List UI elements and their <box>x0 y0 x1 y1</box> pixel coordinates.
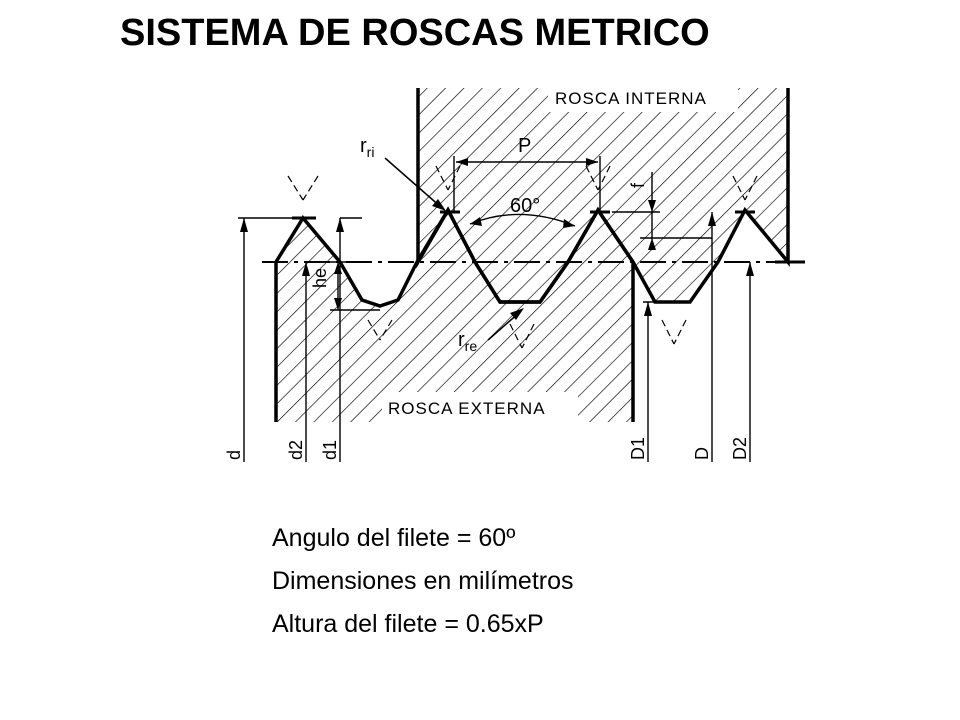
external-thread-label: ROSCA EXTERNA <box>388 399 546 418</box>
notes-block: Angulo del filete = 60º Dimensiones en m… <box>272 517 574 646</box>
D-label: D <box>692 447 712 460</box>
pitch-label: P <box>518 135 531 157</box>
D2-label: D2 <box>730 437 750 460</box>
external-label-box <box>382 392 578 422</box>
rri-label: rri <box>360 135 374 160</box>
angle-label: 60° <box>510 195 540 217</box>
external-thread-outline <box>274 206 635 422</box>
rre-label: rre <box>458 329 477 354</box>
internal-thread-region <box>418 88 788 302</box>
diameter-arrows <box>240 212 754 316</box>
internal-thread-label: ROSCA INTERNA <box>555 89 707 108</box>
f-label: f <box>628 182 648 188</box>
D1-label: D1 <box>628 437 648 460</box>
d2-label: d2 <box>286 440 306 460</box>
thread-profile-diagram: P 60° f he rri rre ROSCA INTERNA ROSCA E… <box>224 84 805 462</box>
note-units: Dimensiones en milímetros <box>272 567 574 595</box>
d-label: d <box>224 450 244 460</box>
rri-leader <box>384 157 443 209</box>
internal-label-box <box>548 84 738 112</box>
slide-title: SISTEMA DE ROSCAS METRICO <box>120 12 710 54</box>
note-thread-angle: Angulo del filete = 60º <box>272 524 516 552</box>
pitch-dimension <box>453 156 601 212</box>
note-thread-height: Altura del filete = 0.65xP <box>272 610 544 638</box>
diameter-dimensions <box>238 212 751 462</box>
d1-label: d1 <box>320 440 340 460</box>
he-label: he <box>310 268 330 288</box>
external-thread-region <box>276 210 633 422</box>
construction-lines <box>287 165 758 349</box>
